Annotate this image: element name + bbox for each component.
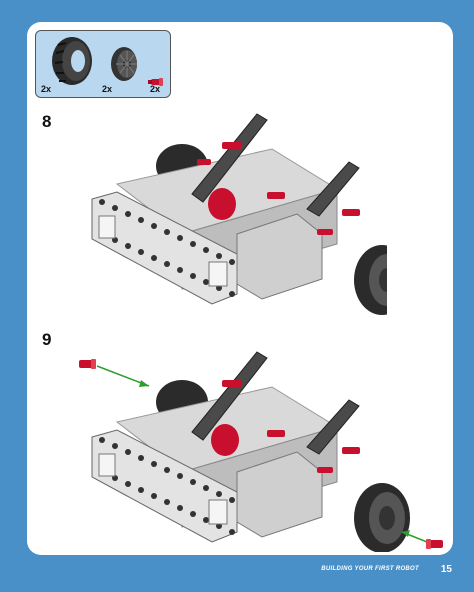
step-number-8: 8 — [42, 112, 52, 131]
section-title: BUILDING YOUR FIRST ROBOT — [321, 566, 419, 572]
wheel-hub-icon — [111, 47, 137, 81]
red-pins — [197, 142, 360, 235]
right-lever — [306, 161, 360, 217]
parts-illustration — [52, 37, 163, 86]
parts-callout: 2x 2x 2x — [35, 30, 171, 98]
step-number-9: 9 — [42, 330, 52, 349]
insert-pin-right — [401, 530, 443, 549]
instruction-page: 2x 2x 2x 8 — [27, 22, 453, 555]
red-gear — [208, 188, 236, 220]
tire-quantity: 2x — [41, 84, 52, 94]
insert-pin-left — [79, 359, 150, 387]
front-beam-holes — [99, 199, 235, 297]
wheel-hub-quantity: 2x — [102, 84, 113, 94]
page-number: 15 — [440, 564, 452, 575]
red-pin-icon — [148, 78, 163, 86]
red-pin-quantity: 2x — [150, 84, 161, 94]
step-8-illustration — [91, 113, 387, 315]
left-lever — [191, 113, 268, 203]
step-9-illustration — [79, 351, 443, 552]
tire-icon — [52, 37, 92, 85]
